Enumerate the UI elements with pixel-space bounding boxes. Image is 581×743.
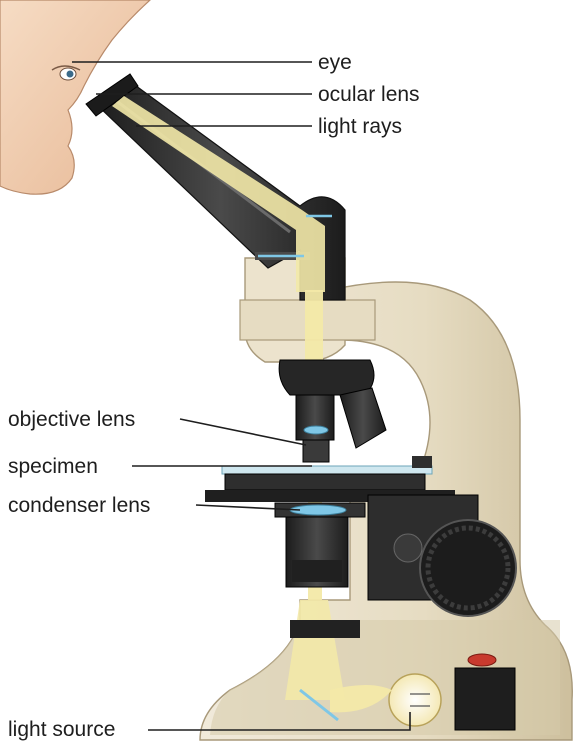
power-switch-icon [468,654,496,666]
fine-focus-knob-icon [394,534,422,562]
label-light-source-text: light source [8,718,115,741]
label-eye-text: eye [318,51,352,74]
objective-turret [279,360,386,462]
objective-lens-icon [304,426,328,434]
label-objective-lens-text: objective lens [8,408,135,431]
label-light-rays-text: light rays [318,115,402,138]
label-objective-lens: objective lens [8,408,306,445]
label-specimen-text: specimen [8,455,98,478]
light-bulb-icon [389,674,441,726]
label-ocular-lens-text: ocular lens [318,83,420,106]
coarse-focus-knob-icon [420,520,516,616]
label-eye: eye [72,51,352,74]
label-condenser-lens-text: condenser lens [8,494,150,517]
